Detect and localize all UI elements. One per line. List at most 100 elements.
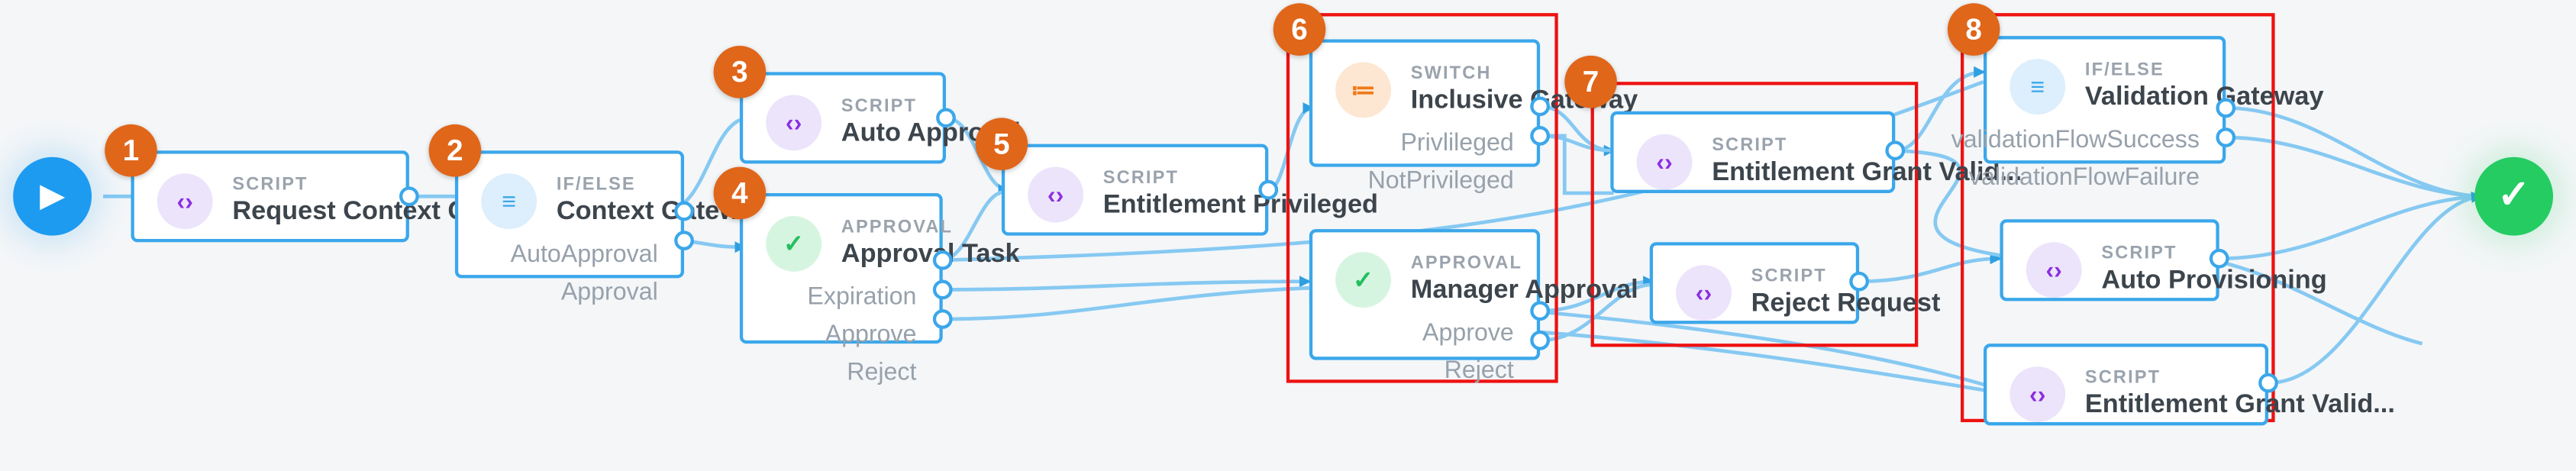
node-output-ports: Approve Reject bbox=[1335, 321, 1514, 382]
port-label[interactable]: Expiration bbox=[807, 282, 917, 311]
port-label[interactable]: Approval bbox=[560, 278, 658, 306]
port-label[interactable]: Reject bbox=[847, 358, 917, 386]
output-port[interactable] bbox=[2209, 248, 2229, 269]
if-else-icon: ≡ bbox=[481, 173, 537, 230]
node-title: Entitlement Privileged bbox=[1102, 191, 1378, 220]
output-port[interactable] bbox=[674, 201, 694, 221]
node-output-ports: AutoApproval Approval bbox=[481, 242, 658, 304]
node-approval-task[interactable]: ✓ APPROVAL Approval Task Expiration Appr… bbox=[739, 192, 1020, 385]
output-port[interactable] bbox=[2216, 127, 2236, 147]
output-port[interactable] bbox=[1530, 96, 1550, 117]
node-auto-approval[interactable]: ‹› SCRIPT Auto Approval bbox=[739, 72, 1021, 164]
approval-icon: ✓ bbox=[1335, 252, 1392, 308]
port-label[interactable]: AutoApproval bbox=[510, 240, 658, 269]
port-label[interactable]: Privlileged bbox=[1400, 129, 1514, 157]
port-label[interactable]: NotPrivileged bbox=[1367, 166, 1514, 195]
check-icon: ✓ bbox=[2497, 173, 2531, 218]
node-kind: SWITCH bbox=[1410, 63, 1492, 84]
node-kind: SCRIPT bbox=[1751, 266, 1827, 287]
node-header: ‹› SCRIPT Entitlement Grant Valid... bbox=[1636, 134, 2022, 190]
play-icon: ▶ bbox=[40, 178, 66, 215]
approval-icon: ✓ bbox=[766, 215, 822, 272]
port-label[interactable]: Reject bbox=[1444, 356, 1514, 385]
node-manager-approval[interactable]: ✓ APPROVAL Manager Approval Approve Reje… bbox=[1309, 229, 1638, 383]
script-icon: ‹› bbox=[157, 173, 213, 230]
node-title: Context Gateway bbox=[556, 198, 770, 226]
node-title: Validation Gateway bbox=[2084, 83, 2324, 111]
output-port[interactable] bbox=[399, 186, 419, 207]
output-port[interactable] bbox=[1530, 301, 1550, 321]
script-icon: ‹› bbox=[1636, 134, 1693, 190]
node-inclusive-gateway[interactable]: ≔ SWITCH Inclusive Gateway Privlileged N… bbox=[1309, 39, 1638, 193]
node-kind: IF/ELSE bbox=[556, 175, 636, 195]
port-label[interactable]: Approve bbox=[825, 321, 917, 349]
step-badge-5[interactable]: 5 bbox=[975, 118, 1028, 170]
port-label[interactable]: Approve bbox=[1422, 318, 1514, 347]
node-kind: APPROVAL bbox=[1410, 253, 1523, 273]
node-validation-gateway[interactable]: ≡ IF/ELSE Validation Gateway validationF… bbox=[1951, 36, 2324, 190]
step-badge-6[interactable]: 6 bbox=[1273, 3, 1326, 56]
step-badge-4[interactable]: 4 bbox=[713, 166, 767, 220]
output-port[interactable] bbox=[1530, 126, 1550, 146]
node-kind: APPROVAL bbox=[841, 218, 954, 237]
node-title: Reject Request bbox=[1751, 289, 1941, 318]
node-header: ‹› SCRIPT Entitlement Grant Valid... bbox=[2009, 366, 2395, 423]
node-header: ≔ SWITCH Inclusive Gateway bbox=[1335, 62, 1638, 118]
script-icon: ‹› bbox=[2009, 366, 2066, 423]
node-title: Manager Approval bbox=[1410, 276, 1638, 305]
node-header: ‹› SCRIPT Auto Provisioning bbox=[2026, 242, 2327, 298]
output-port[interactable] bbox=[674, 231, 694, 250]
script-icon: ‹› bbox=[766, 95, 822, 151]
script-icon: ‹› bbox=[2026, 242, 2082, 298]
output-port[interactable] bbox=[2258, 373, 2278, 393]
node-output-ports: validationFlowSuccess validationFlowFail… bbox=[1951, 127, 2200, 189]
end-event[interactable]: ✓ bbox=[2474, 156, 2553, 236]
node-output-ports: Expiration Approve Reject bbox=[766, 285, 916, 385]
output-port[interactable] bbox=[1258, 179, 1279, 200]
node-header: ‹› SCRIPT Reject Request bbox=[1676, 265, 1941, 321]
output-port[interactable] bbox=[932, 309, 953, 329]
node-kind: SCRIPT bbox=[232, 175, 308, 195]
port-label[interactable]: validationFlowSuccess bbox=[1951, 126, 2200, 154]
script-icon: ‹› bbox=[1676, 265, 1732, 321]
output-port[interactable] bbox=[1885, 140, 1906, 161]
step-badge-3[interactable]: 3 bbox=[713, 46, 767, 98]
node-kind: SCRIPT bbox=[2084, 368, 2161, 389]
step-badge-1[interactable]: 1 bbox=[105, 124, 157, 177]
step-badge-7[interactable]: 7 bbox=[1564, 55, 1617, 108]
output-port[interactable] bbox=[1530, 331, 1550, 350]
node-title: Auto Provisioning bbox=[2101, 266, 2327, 295]
node-entitlement-grant-validation[interactable]: ‹› SCRIPT Entitlement Grant Valid... bbox=[1610, 111, 2022, 193]
node-kind: SCRIPT bbox=[1102, 168, 1179, 189]
node-kind: SCRIPT bbox=[2101, 244, 2177, 264]
node-title: Approval Task bbox=[841, 240, 1020, 269]
port-label[interactable]: validationFlowFailure bbox=[1968, 163, 2200, 192]
node-reject-request[interactable]: ‹› SCRIPT Reject Request bbox=[1649, 242, 1941, 324]
switch-icon: ≔ bbox=[1335, 62, 1392, 118]
node-header: ✓ APPROVAL Approval Task bbox=[766, 215, 1020, 272]
node-header: ‹› SCRIPT Auto Approval bbox=[766, 95, 1021, 151]
node-context-gateway[interactable]: ≡ IF/ELSE Context Gateway AutoApproval A… bbox=[454, 150, 770, 305]
script-icon: ‹› bbox=[1028, 166, 1084, 223]
node-entitlement-privileged[interactable]: ‹› SCRIPT Entitlement Privileged bbox=[1001, 144, 1378, 236]
node-request-context-check[interactable]: ‹› SCRIPT Request Context Check bbox=[131, 150, 526, 243]
node-auto-provisioning[interactable]: ‹› SCRIPT Auto Provisioning bbox=[2000, 219, 2327, 302]
output-port[interactable] bbox=[2216, 98, 2236, 118]
node-title: Entitlement Grant Valid... bbox=[2084, 391, 2395, 419]
node-header: ≡ IF/ELSE Validation Gateway bbox=[2009, 59, 2324, 115]
start-event[interactable]: ▶ bbox=[13, 156, 92, 236]
node-title: Inclusive Gateway bbox=[1410, 86, 1638, 115]
node-header: ✓ APPROVAL Manager Approval bbox=[1335, 252, 1638, 308]
output-port[interactable] bbox=[1849, 271, 1869, 292]
output-port[interactable] bbox=[932, 250, 953, 270]
node-entitlement-grant-validation-2[interactable]: ‹› SCRIPT Entitlement Grant Valid... bbox=[1984, 344, 2395, 426]
step-badge-2[interactable]: 2 bbox=[428, 124, 482, 177]
node-header: ≡ IF/ELSE Context Gateway bbox=[481, 173, 770, 230]
step-badge-8[interactable]: 8 bbox=[1947, 3, 2000, 56]
output-port[interactable] bbox=[932, 279, 953, 300]
node-kind: SCRIPT bbox=[841, 96, 918, 117]
output-port[interactable] bbox=[936, 108, 956, 128]
node-output-ports: Privlileged NotPrivileged bbox=[1335, 131, 1514, 192]
if-else-icon: ≡ bbox=[2009, 59, 2066, 115]
